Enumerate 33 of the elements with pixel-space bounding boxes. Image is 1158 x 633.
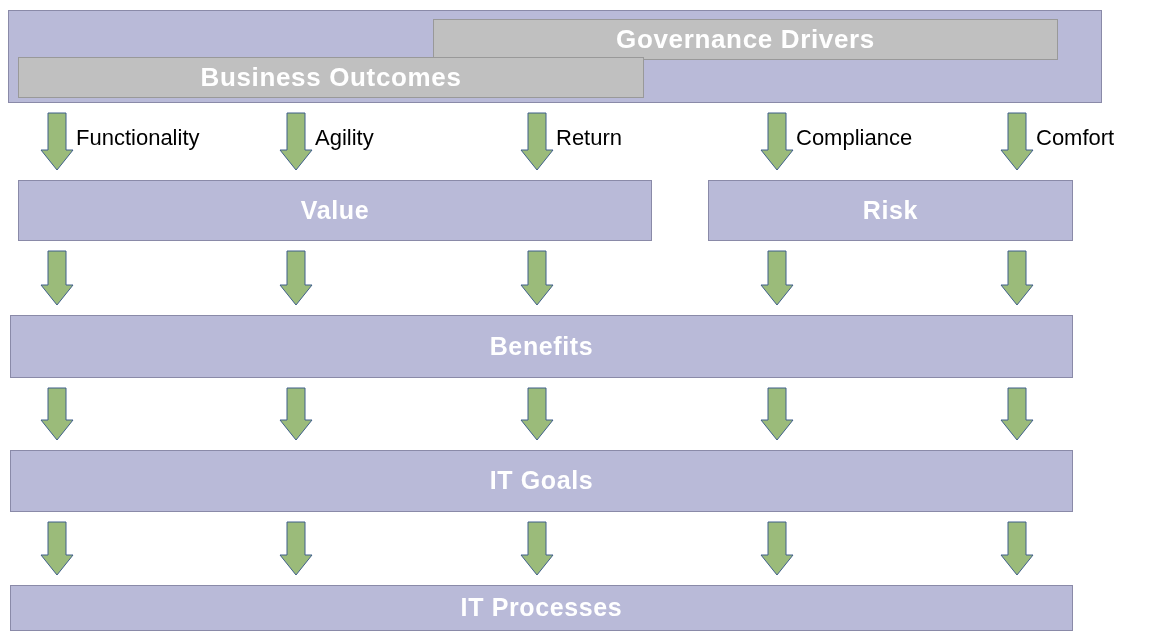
block-arrow xyxy=(279,521,313,576)
edge-label: Agility xyxy=(315,124,374,152)
block-arrow xyxy=(40,387,74,441)
block-arrow xyxy=(279,250,313,306)
block-arrow xyxy=(279,387,313,441)
process-box: IT Processes xyxy=(10,585,1073,631)
block-arrow xyxy=(1000,387,1034,441)
block-arrow xyxy=(1000,112,1034,171)
edge-label: Return xyxy=(556,124,623,152)
block-arrow xyxy=(760,112,794,171)
block-arrow xyxy=(1000,250,1034,306)
block-arrow xyxy=(40,250,74,306)
process-box: Risk xyxy=(708,180,1073,241)
block-arrow xyxy=(760,250,794,306)
block-arrow xyxy=(520,387,554,441)
edge-label: Comfort xyxy=(1036,124,1115,152)
background-band xyxy=(8,10,1102,103)
block-arrow xyxy=(760,521,794,576)
driver-box: Business Outcomes xyxy=(18,57,644,98)
process-box: Value xyxy=(18,180,652,241)
block-arrow xyxy=(760,387,794,441)
block-arrow xyxy=(40,521,74,576)
block-arrow xyxy=(1000,521,1034,576)
driver-box: Governance Drivers xyxy=(433,19,1058,60)
block-arrow xyxy=(520,521,554,576)
block-arrow xyxy=(520,112,554,171)
process-box: Benefits xyxy=(10,315,1073,378)
edge-label: Compliance xyxy=(796,124,913,152)
edge-label: Functionality xyxy=(76,124,200,152)
block-arrow xyxy=(279,112,313,171)
block-arrow xyxy=(520,250,554,306)
block-arrow xyxy=(40,112,74,171)
process-box: IT Goals xyxy=(10,450,1073,512)
